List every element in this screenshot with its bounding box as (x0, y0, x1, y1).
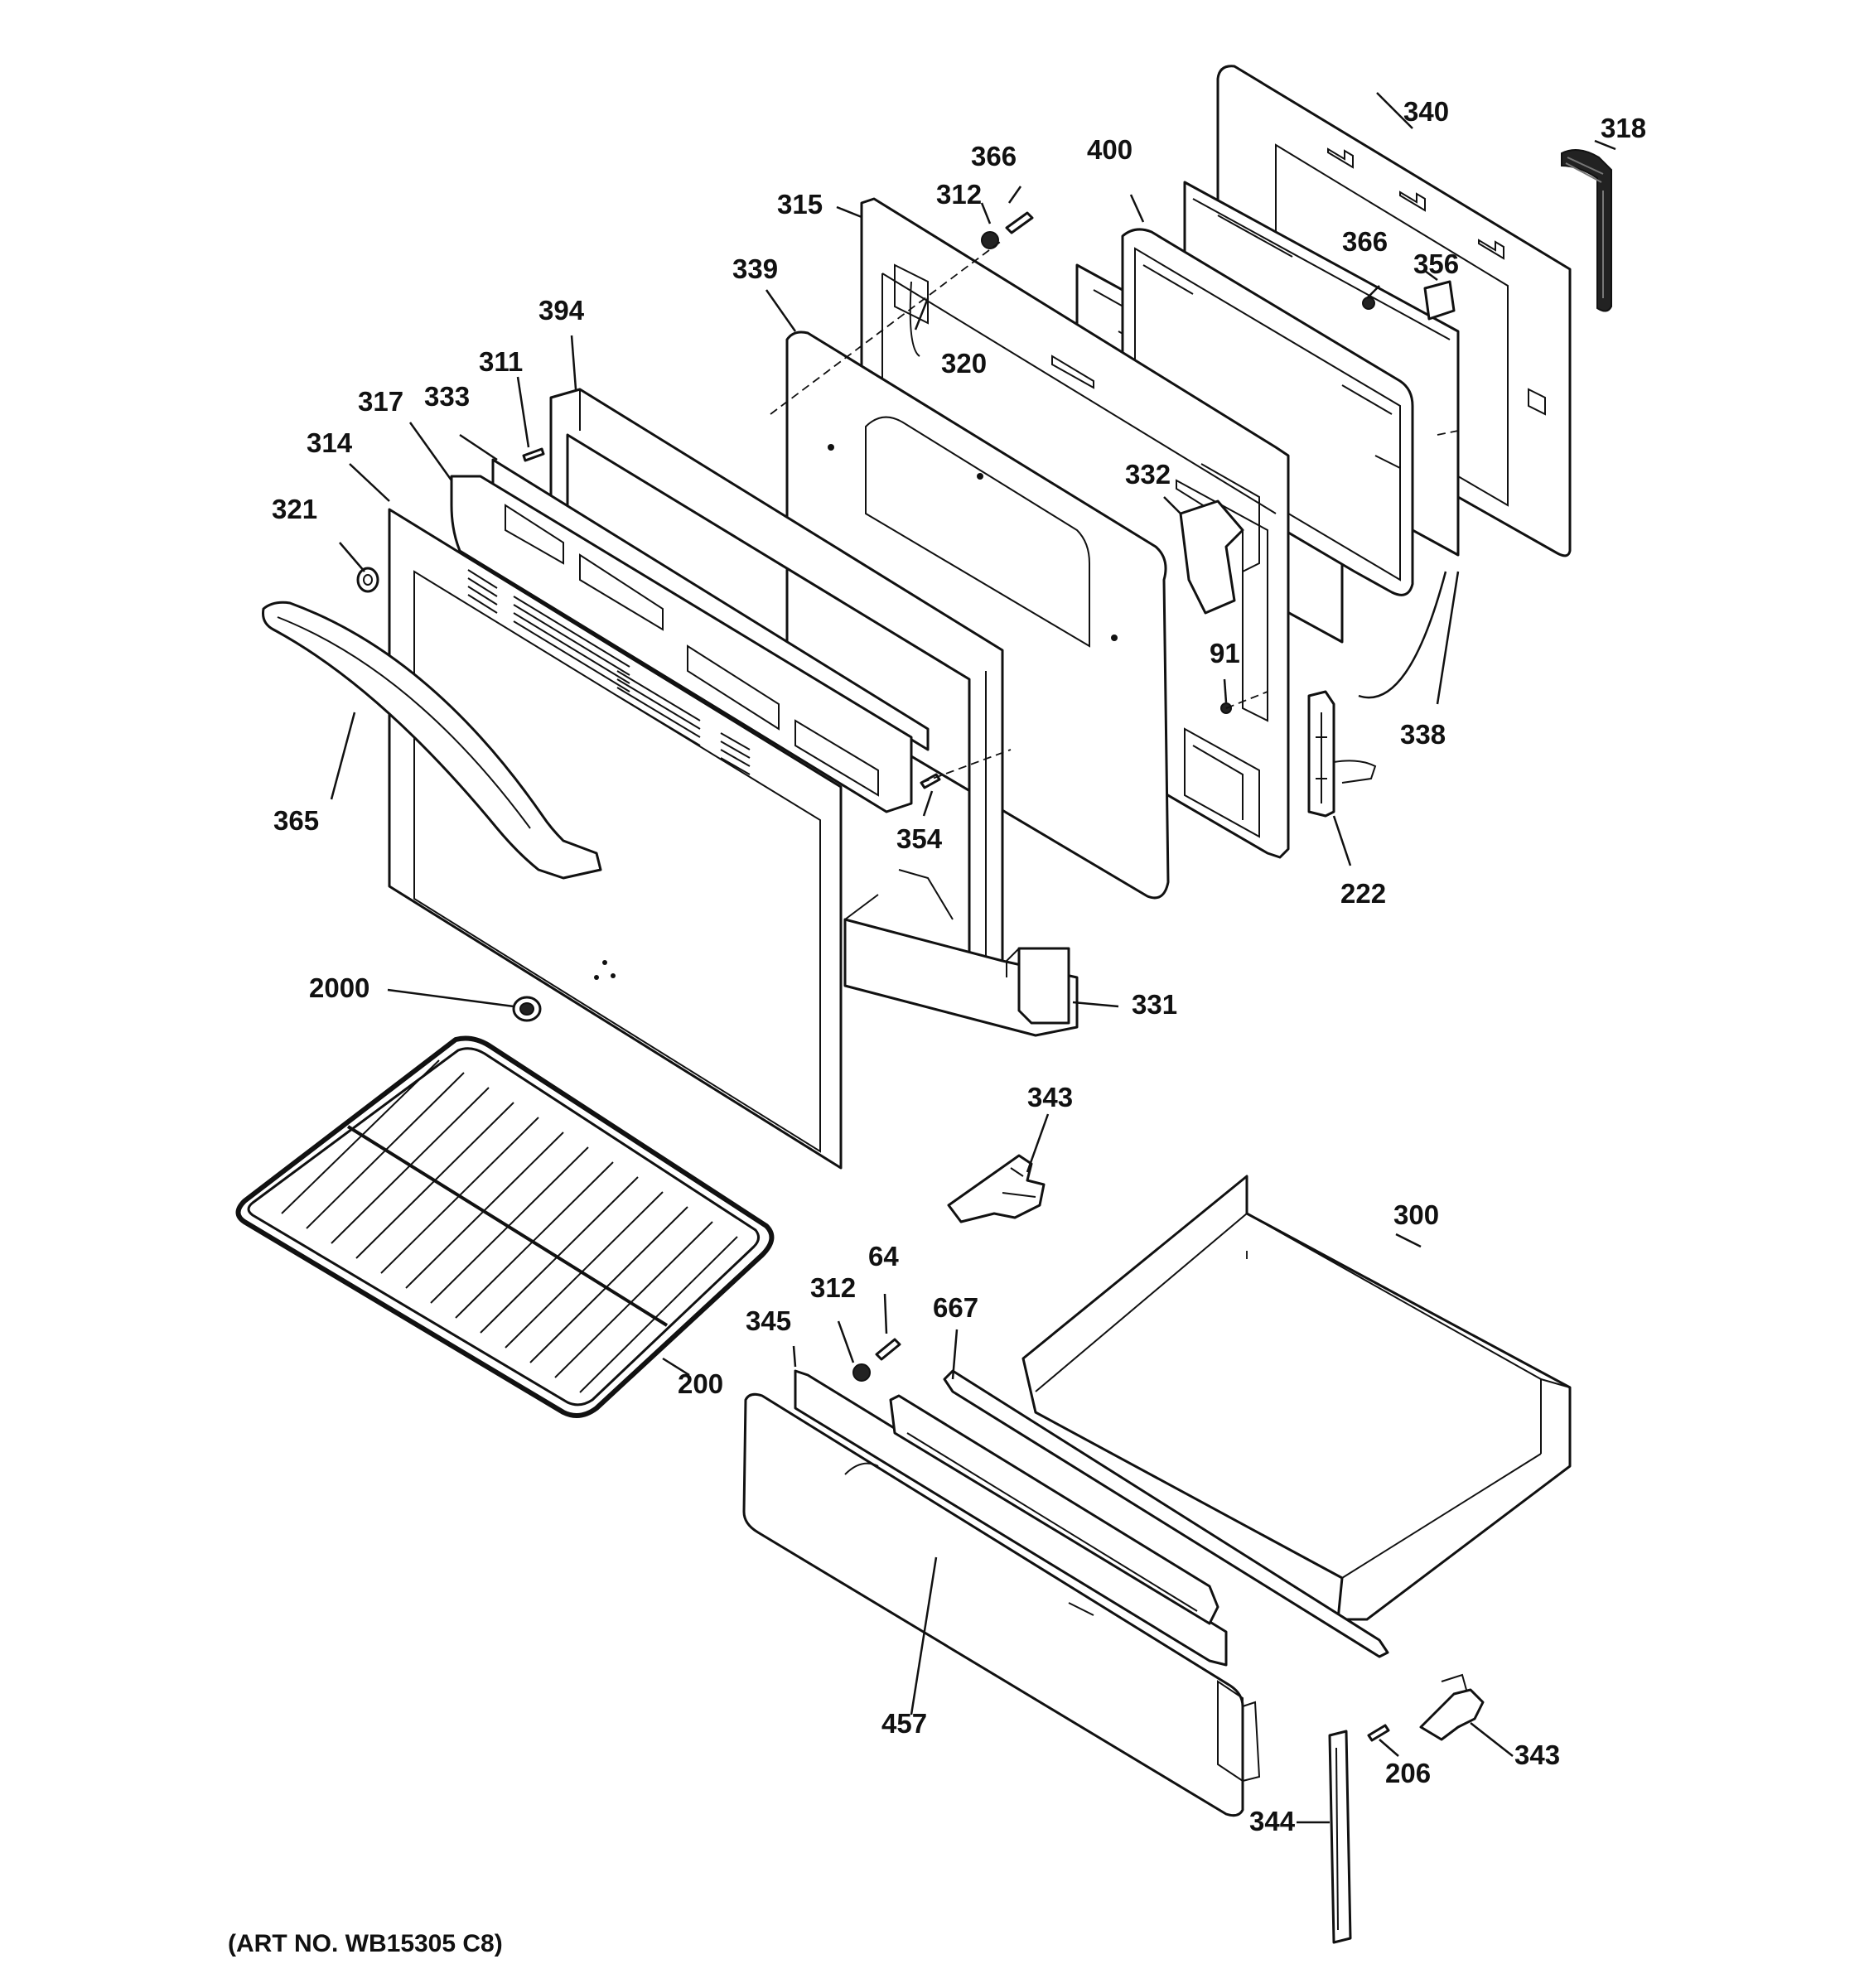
callout-222: 222 (1340, 878, 1387, 909)
callout-314: 314 (307, 427, 353, 458)
callout-331: 331 (1132, 989, 1178, 1020)
part-insulation-block (1179, 463, 1260, 615)
callout-64: 64 (868, 1241, 899, 1271)
callout-356: 356 (1413, 248, 1460, 279)
callout-344: 344 (1249, 1806, 1296, 1836)
part-oven-rack (235, 1035, 775, 1418)
part-screw-64 (852, 1338, 901, 1382)
part-screw-366-top (981, 211, 1034, 249)
callout-317: 317 (358, 386, 404, 417)
callout-315: 315 (777, 189, 823, 220)
part-door-handle (262, 601, 602, 880)
callout-400: 400 (1087, 134, 1133, 165)
callout-338: 338 (1400, 719, 1446, 750)
part-outer-door-panel (388, 508, 843, 1170)
callout-667: 667 (933, 1292, 979, 1323)
callout-300: 300 (1393, 1199, 1440, 1230)
part-insulation-box (1006, 947, 1070, 1025)
callout-366-top: 366 (971, 141, 1017, 171)
callout-457: 457 (881, 1708, 928, 1739)
callout-343-bottom: 343 (1514, 1740, 1561, 1770)
callout-365: 365 (273, 805, 320, 836)
callout-91: 91 (1210, 638, 1240, 668)
part-drawer-bracket (1328, 1730, 1352, 1944)
part-drawer-slide-bottom (1419, 1673, 1485, 1741)
callout-333: 333 (424, 381, 471, 412)
part-screw-206 (1367, 1724, 1390, 1742)
callout-320: 320 (941, 348, 988, 379)
callout-339: 339 (732, 253, 779, 284)
callout-206: 206 (1385, 1758, 1432, 1788)
part-door-gasket (1561, 149, 1612, 312)
callout-345: 345 (746, 1305, 792, 1336)
callout-394: 394 (538, 295, 585, 326)
part-door-hinge (1307, 690, 1377, 818)
callout-340: 340 (1403, 96, 1450, 127)
callout-354: 354 (896, 823, 943, 854)
callout-318: 318 (1601, 113, 1647, 143)
callout-321: 321 (272, 494, 318, 524)
callout-332: 332 (1125, 459, 1171, 490)
part-drawer-box (1021, 1175, 1572, 1621)
art-number: (ART NO. WB15305 C8) (228, 1930, 503, 1957)
callout-343-top: 343 (1027, 1082, 1074, 1112)
callout-200: 200 (678, 1368, 724, 1399)
part-drawer-front (742, 1392, 1261, 1817)
part-bumper (356, 567, 379, 593)
part-screw-366-right (1362, 297, 1375, 310)
part-bracket-356 (1423, 280, 1456, 321)
callout-2000: 2000 (309, 972, 370, 1003)
part-vent-strip (450, 458, 930, 813)
leader-lines (330, 92, 1616, 1824)
alignment-lines (770, 239, 1459, 784)
part-drawer-front-frame (794, 1369, 1228, 1667)
part-drawer-slide-top (947, 1154, 1046, 1223)
callout-366-right: 366 (1342, 226, 1388, 257)
callout-311: 311 (479, 346, 524, 377)
callout-312-top: 312 (936, 179, 983, 210)
part-plug (512, 996, 542, 1022)
part-screw-311 (522, 447, 545, 462)
callout-312-bottom: 312 (810, 1272, 857, 1303)
